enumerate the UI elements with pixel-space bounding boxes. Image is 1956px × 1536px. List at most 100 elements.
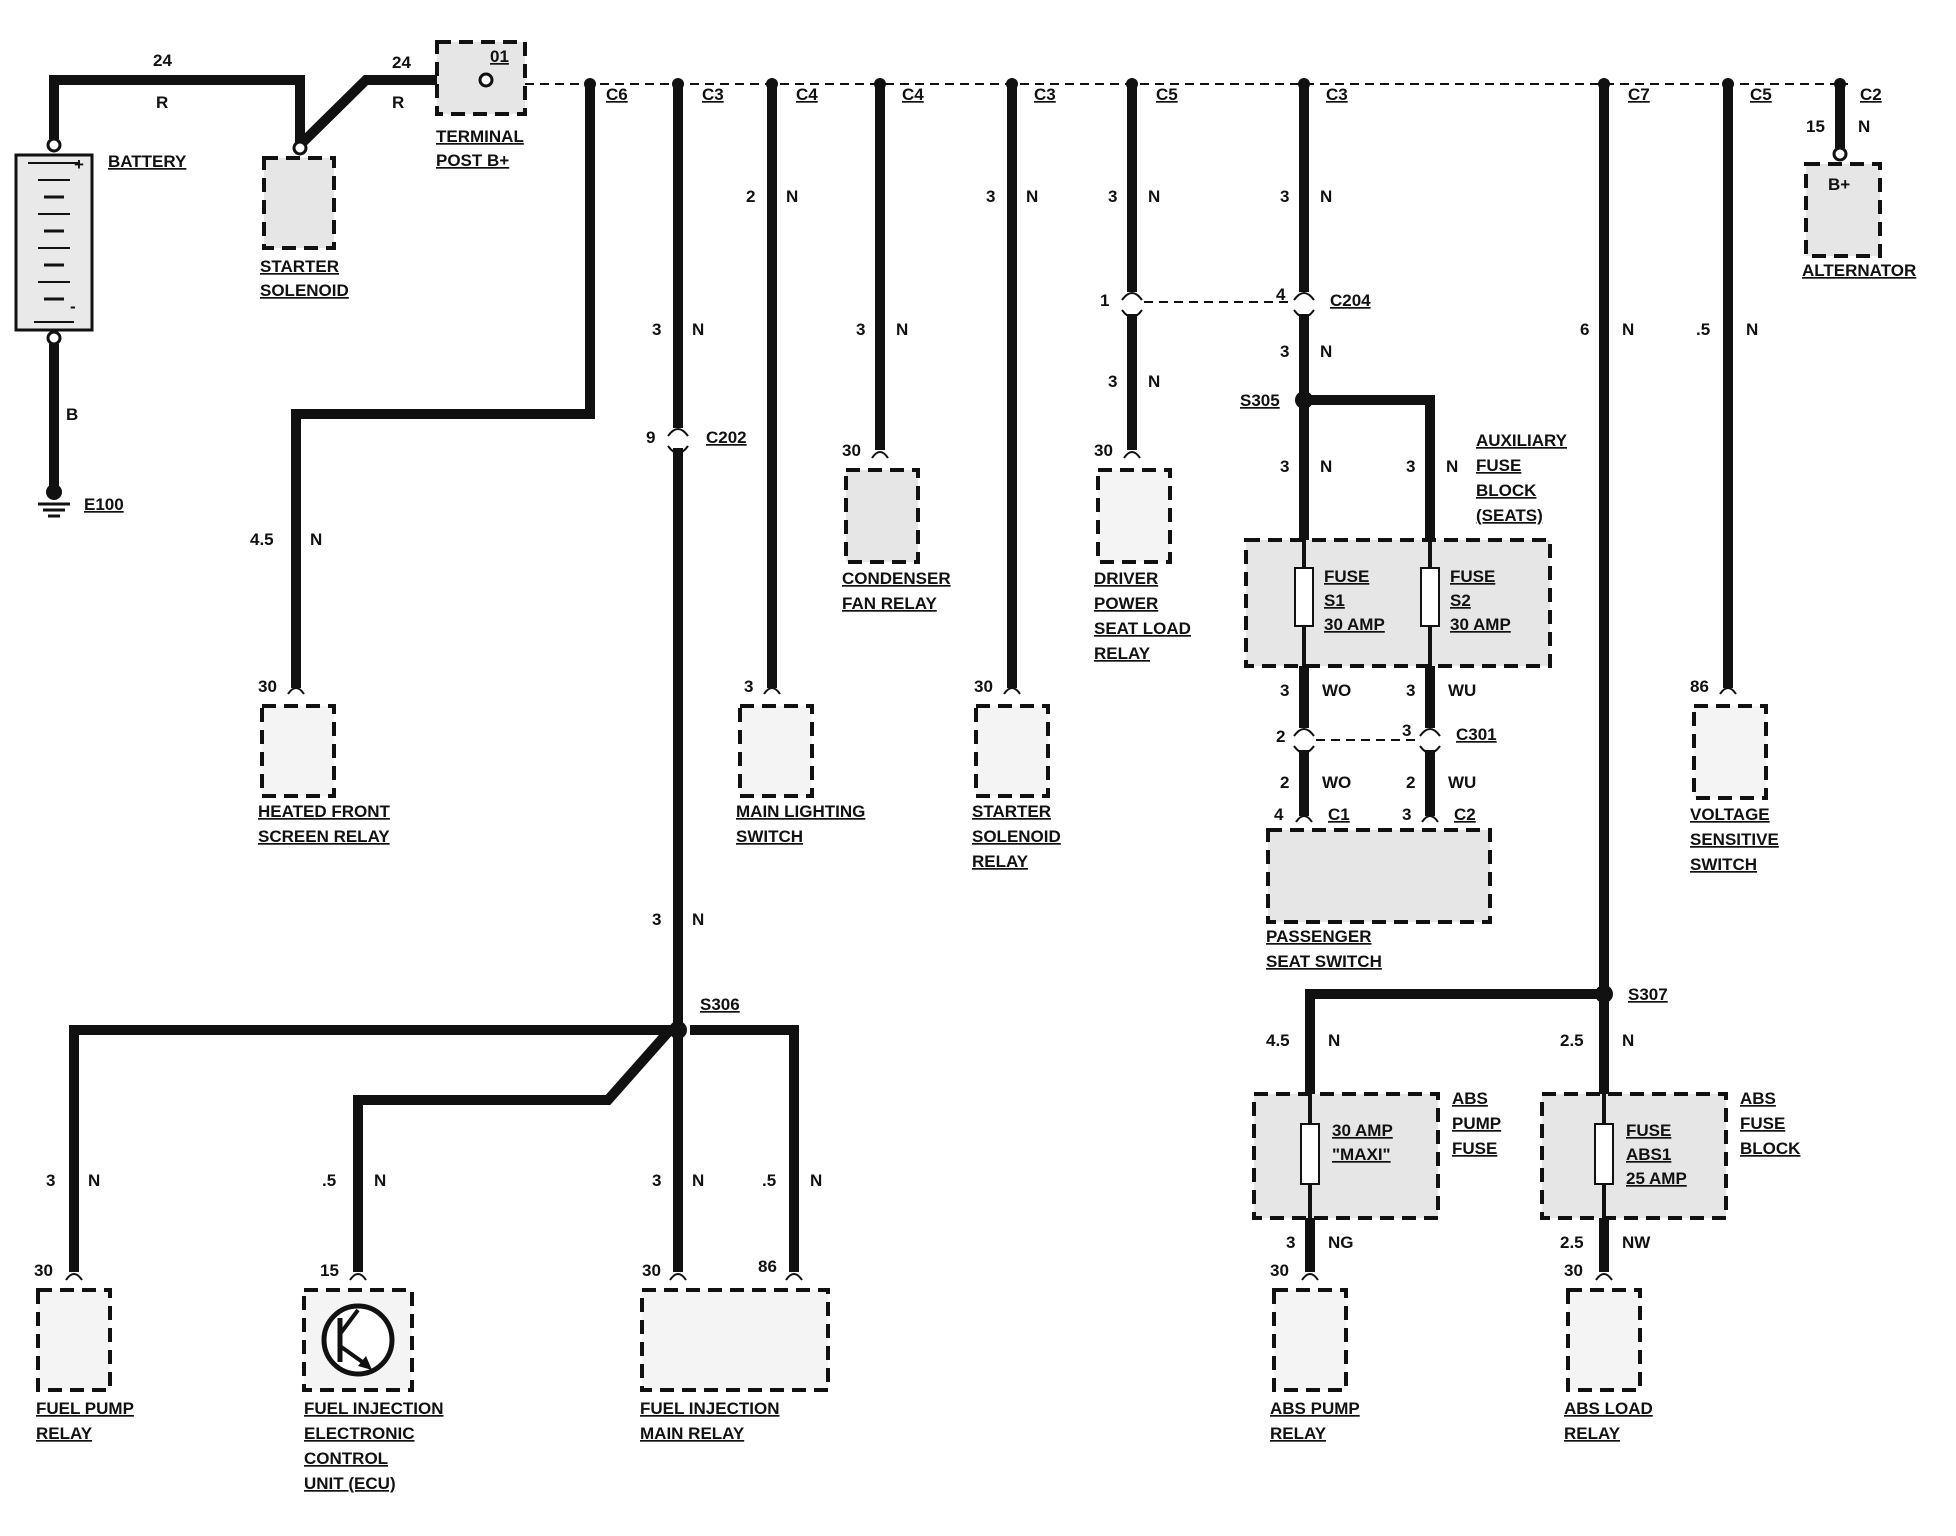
aux-fuse-block-label-4: (SEATS): [1476, 506, 1543, 525]
ecu-label-2: ELECTRONIC: [304, 1424, 415, 1443]
abs-fuse-block-box: [1540, 1092, 1728, 1220]
pin-abs-load-relay: 30: [1564, 1261, 1583, 1280]
wire-s307-to-pump-fuse: [1305, 989, 1604, 1094]
abs-pump-fuse-icon: [1300, 1123, 1320, 1185]
wire-size-fi-main-30: 3: [652, 1171, 661, 1190]
connector-s306: S306: [700, 995, 740, 1014]
wire-color-s1-in: N: [1320, 457, 1332, 476]
fuse-abs1-icon: [1594, 1123, 1614, 1185]
wire-size-24-a: 24: [153, 51, 172, 70]
passenger-seat-switch-box: [1266, 828, 1492, 924]
pin-main-lighting: 3: [744, 677, 753, 696]
wire-size-main-lighting: 2: [746, 187, 755, 206]
terminal-post-id: 01: [490, 47, 509, 66]
wire-color-r-b: R: [392, 93, 404, 112]
pin-ecu: 15: [320, 1261, 339, 1280]
wire-size-c2: 2: [1406, 773, 1415, 792]
wire-color-s2-in: N: [1446, 457, 1458, 476]
pin-passenger-c2: 3: [1402, 805, 1411, 824]
fuse-s2-label-3: 30 AMP: [1450, 615, 1511, 634]
abs-fuse-block-label-2: FUSE: [1740, 1114, 1785, 1133]
heated-front-screen-relay-label-1: HEATED FRONT: [258, 802, 391, 821]
condenser-fan-relay-box: [844, 468, 920, 564]
wire-size-driver-seat-1: 3: [1108, 187, 1117, 206]
heated-front-screen-relay-box: [260, 704, 336, 798]
driver-power-seat-load-relay-box: [1096, 468, 1172, 564]
condenser-fan-relay-label-1: CONDENSER: [842, 569, 951, 588]
wire-color-fi-2: N: [692, 910, 704, 929]
connector-s307: S307: [1628, 985, 1668, 1004]
connector-c5-a: C5: [1156, 85, 1178, 104]
terminal-post-label-2: POST B+: [436, 151, 509, 170]
abs-pump-relay-label-1: ABS PUMP: [1270, 1399, 1360, 1418]
connector-c3-c: C3: [1326, 85, 1348, 104]
abs-pump-relay-label-2: RELAY: [1270, 1424, 1327, 1443]
wire-size-abs-feed: 6: [1580, 320, 1589, 339]
alternator-terminal: B+: [1828, 175, 1850, 194]
wire-size-fi-main-86: .5: [762, 1171, 776, 1190]
wire-size-c1: 2: [1280, 773, 1289, 792]
starter-solenoid-label-2: SOLENOID: [260, 281, 349, 300]
wire-color-alternator: N: [1858, 117, 1870, 136]
wire-color-driver-seat-1: N: [1148, 187, 1160, 206]
fuel-injection-main-relay-box: [640, 1288, 830, 1392]
fuse-abs1-label-3: 25 AMP: [1626, 1169, 1687, 1188]
vss-label-1: VOLTAGE: [1690, 805, 1770, 824]
wire-color-vss: N: [1746, 320, 1758, 339]
wire-size-heated-screen: 4.5: [250, 530, 274, 549]
wire-size-abs-pump-out: 3: [1286, 1233, 1295, 1252]
abs-load-relay-label-1: ABS LOAD: [1564, 1399, 1653, 1418]
connector-c1: C1: [1328, 805, 1350, 824]
wire-color-starter-relay: N: [1026, 187, 1038, 206]
connector-s305: S305: [1240, 391, 1280, 410]
fuse-s2-label-2: S2: [1450, 591, 1471, 610]
wire-color-heated-screen: N: [310, 530, 322, 549]
wire-color-r-a: R: [156, 93, 168, 112]
pin-starter-relay: 30: [974, 677, 993, 696]
battery-label: BATTERY: [108, 152, 187, 171]
connector-c5-b: C5: [1750, 85, 1772, 104]
connector-c4-b: C4: [902, 85, 924, 104]
driver-seat-relay-label-1: DRIVER: [1094, 569, 1158, 588]
abs-pump-fuse-rating-1: 30 AMP: [1332, 1121, 1393, 1140]
abs-fuse-block-label-1: ABS: [1740, 1089, 1776, 1108]
pin-fi-main-30: 30: [642, 1261, 661, 1280]
wire-color-fi-1: N: [692, 320, 704, 339]
abs-pump-relay-box: [1272, 1288, 1348, 1392]
wire-size-abs-pump-in: 4.5: [1266, 1031, 1290, 1050]
pin-driver-seat-c204: 1: [1100, 291, 1109, 310]
battery-plus-label: +: [74, 155, 84, 174]
wire-size-abs-load-out: 2.5: [1560, 1233, 1584, 1252]
fuel-pump-relay-label-1: FUEL PUMP: [36, 1399, 134, 1418]
wire-color-fi-main-30: N: [692, 1171, 704, 1190]
fuse-s1-label-2: S1: [1324, 591, 1345, 610]
wire-color-fuel-pump: N: [88, 1171, 100, 1190]
pin-abs-pump-relay: 30: [1270, 1261, 1289, 1280]
wire-size-s1-in: 3: [1280, 457, 1289, 476]
pin-condenser: 30: [842, 441, 861, 460]
wire-color-ecu: N: [374, 1171, 386, 1190]
wire-s305-to-s2: [1304, 395, 1435, 540]
wire-color-c1: WO: [1322, 773, 1351, 792]
starter-solenoid-relay-box: [974, 704, 1050, 798]
abs-pump-fuse-label-1: ABS: [1452, 1089, 1488, 1108]
wire-size-s2-out: 3: [1406, 681, 1415, 700]
connector-c7: C7: [1628, 85, 1650, 104]
connector-c204: C204: [1330, 291, 1371, 310]
connector-c6: C6: [606, 85, 628, 104]
pin-c301-s1: 2: [1276, 727, 1285, 746]
ecu-label-3: CONTROL: [304, 1449, 388, 1468]
wire-size-24-b: 24: [392, 53, 411, 72]
wire-color-abs-load-out: NW: [1622, 1233, 1651, 1252]
wire-heated-front-screen: [291, 84, 595, 688]
wire-color-aux-2: N: [1320, 342, 1332, 361]
pin-c301-s2: 3: [1402, 721, 1411, 740]
pin-passenger-c1: 4: [1274, 805, 1284, 824]
abs-load-relay-label-2: RELAY: [1564, 1424, 1621, 1443]
wire-size-ecu: .5: [322, 1171, 336, 1190]
driver-seat-relay-label-4: RELAY: [1094, 644, 1151, 663]
fuse-s1-label-3: 30 AMP: [1324, 615, 1385, 634]
starter-solenoid-relay-label-3: RELAY: [972, 852, 1029, 871]
abs-pump-fuse-label-3: FUSE: [1452, 1139, 1497, 1158]
